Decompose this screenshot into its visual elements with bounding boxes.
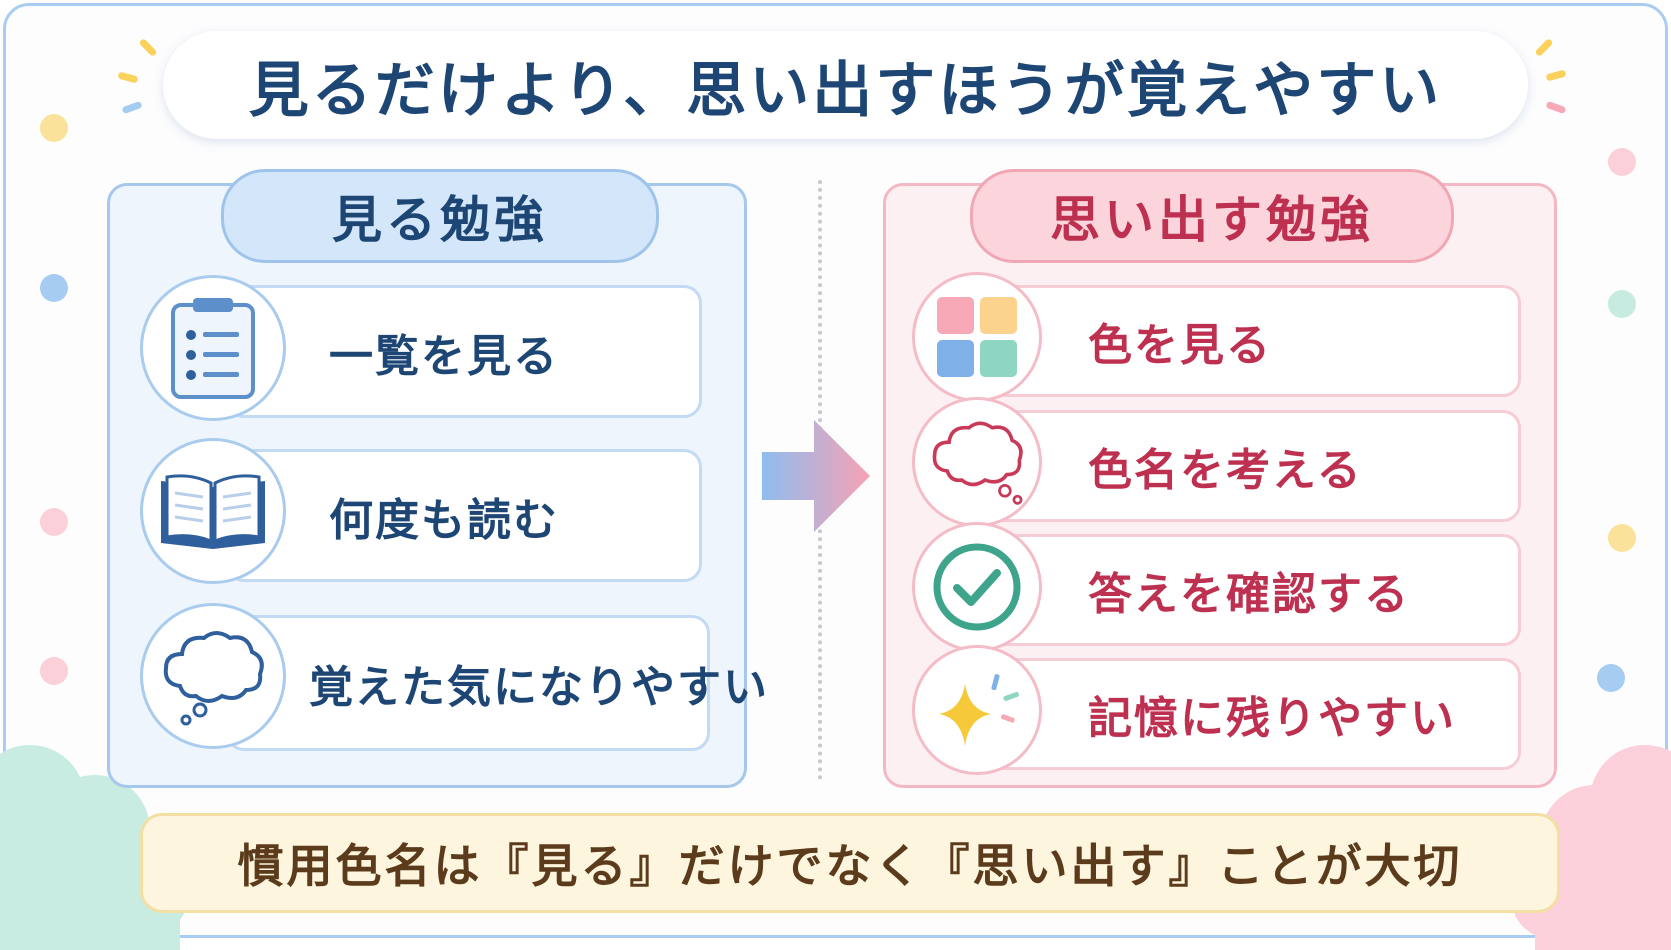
decor-dot xyxy=(40,508,68,536)
decor-dot xyxy=(40,657,68,685)
thought-cloud-icon xyxy=(163,631,264,726)
left-item-card: 何度も読む xyxy=(226,449,702,582)
check-circle-icon xyxy=(933,543,1021,631)
right-item-label: 記憶に残りやすい xyxy=(1088,693,1456,744)
decor-dot xyxy=(1608,148,1636,176)
left-icon-holder xyxy=(140,603,286,749)
right-icon-holder xyxy=(912,397,1042,527)
right-icon-holder xyxy=(912,272,1042,402)
right-item-label: 答えを確認する xyxy=(1088,569,1410,620)
left-item-label: 何度も読む xyxy=(329,494,559,546)
left-icon-holder xyxy=(140,275,286,421)
right-item-card: 答えを確認する xyxy=(985,534,1521,646)
right-icon-holder xyxy=(912,645,1042,775)
decor-dot xyxy=(1597,664,1625,692)
right-icon-holder xyxy=(912,522,1042,652)
decor-dot xyxy=(40,114,68,142)
color-grid-icon xyxy=(937,297,1017,377)
right-item-card: 色名を考える xyxy=(985,410,1521,522)
summary-banner: 慣用色名は『見る』だけでなく『思い出す』ことが大切 xyxy=(140,813,1560,913)
left-item-label: 一覧を見る xyxy=(329,330,559,382)
summary-text: 慣用色名は『見る』だけでなく『思い出す』ことが大切 xyxy=(237,839,1463,893)
decor-dot xyxy=(40,274,68,302)
checklist-icon xyxy=(171,298,255,399)
right-item-label: 色名を考える xyxy=(1088,445,1363,496)
decor-dot xyxy=(1608,290,1636,318)
left-item-card: 一覧を見る xyxy=(226,285,702,418)
right-item-label: 色を見る xyxy=(1088,320,1272,371)
right-item-card: 色を見る xyxy=(985,285,1521,397)
left-item-card: 覚えた気になりやすい xyxy=(226,615,767,751)
title-banner: 見るだけより、思い出すほうが覚えやすい xyxy=(163,31,1528,139)
open-book-icon xyxy=(161,474,265,549)
active-recall-header: 思い出す勉強 xyxy=(970,169,1454,263)
page-title: 見るだけより、思い出すほうが覚えやすい xyxy=(248,55,1443,126)
decor-dot xyxy=(1608,524,1636,552)
sparkle-icon xyxy=(939,674,1019,746)
right-arrow-icon xyxy=(762,420,870,532)
thought-cloud-icon xyxy=(932,421,1023,505)
left-icon-holder xyxy=(140,438,286,584)
passive-study-header: 見る勉強 xyxy=(221,169,659,263)
left-item-label: 覚えた気になりやすい xyxy=(309,662,769,713)
right-item-card: 記憶に残りやすい xyxy=(985,658,1521,770)
